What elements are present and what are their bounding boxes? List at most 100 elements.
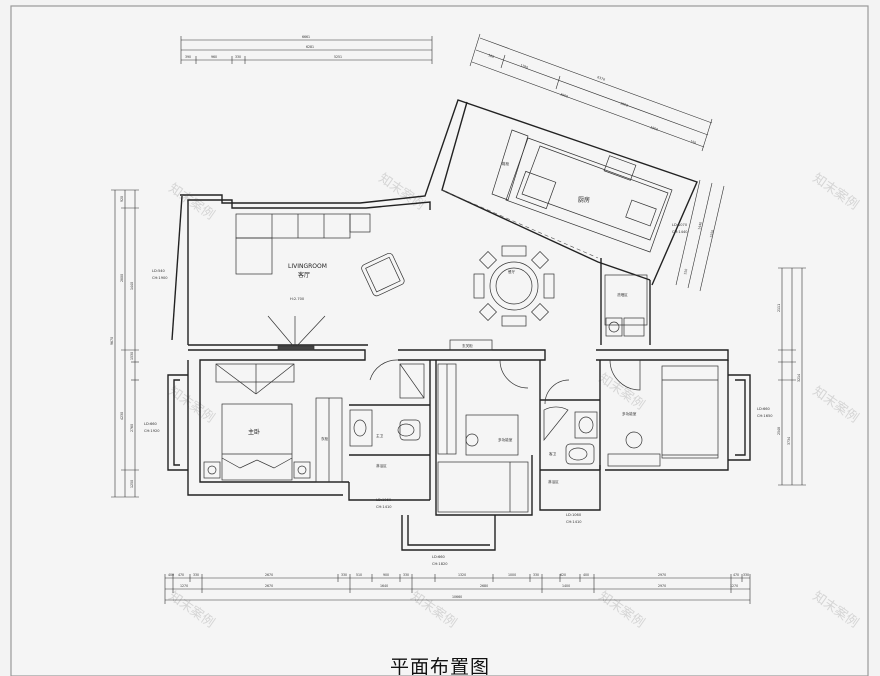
dim-top-3a: 390: [185, 55, 191, 59]
master-wardrobe: [315, 397, 343, 483]
dim-diag-3a: 3005: [560, 92, 569, 99]
guest-bath-fixtures: [543, 406, 598, 465]
dim-b3-total: 10660: [452, 595, 462, 599]
dim-b1-4: 330: [341, 573, 347, 577]
dim-b1-13: 2970: [658, 573, 666, 577]
shower-left-label: 淋浴区: [376, 463, 387, 468]
dim-left-total: 9670: [110, 337, 114, 345]
dim-top-3d: 5251: [334, 55, 342, 59]
wardrobe-label: 衣柜: [321, 436, 329, 441]
dim-diag-3b: 1550: [650, 125, 659, 132]
dim-b2-5: 2970: [658, 584, 666, 588]
dim-b2-4: 1400: [562, 584, 570, 588]
multi-room-right-label: 多功能室: [622, 411, 637, 416]
dim-b2-2: 1640: [380, 584, 388, 588]
dim-b1-9: 1000: [508, 573, 516, 577]
dim-top-2: 6281: [306, 45, 314, 49]
bedroom-tv-cabinet: [215, 363, 295, 395]
window-label: CH:1820: [432, 562, 448, 566]
dim-right-b: 3214: [797, 374, 801, 382]
window-label: CH:1440: [672, 230, 688, 234]
dim-b2-3: 2680: [480, 584, 488, 588]
kitchen-dashed-boundary: [441, 189, 599, 259]
window-label: CH:1410: [376, 505, 392, 509]
dim-b2-0: 1270: [180, 584, 188, 588]
dim-left-b: 2800: [120, 274, 124, 282]
window-label: CH:1900: [152, 276, 168, 280]
dim-diag-2c: 3050: [620, 101, 629, 108]
dim-b1-6: 900: [383, 573, 389, 577]
dim-top-3b: 960: [211, 55, 217, 59]
dimension-lines-right: [778, 267, 806, 486]
dim-diag-2b: 1790: [520, 63, 529, 70]
multi-room-center-label: 多功能室: [498, 437, 513, 442]
dim-b2-6: 1270: [730, 584, 738, 588]
window-label: LD:660: [757, 407, 771, 411]
dim-b2-1: 2670: [265, 584, 273, 588]
dim-left-e: 4230: [120, 412, 124, 420]
dim-b1-11: 620: [560, 573, 566, 577]
kitchen-cabinet-label: 鞋柜: [502, 161, 510, 166]
window-label: CH:1410: [566, 520, 582, 524]
dim-right-c: 3734: [787, 437, 791, 445]
dim-diag-3c: 150: [690, 139, 697, 145]
laundry-label: 洗晒区: [617, 292, 628, 297]
window-label: CH:1920: [144, 429, 160, 433]
living-room-label-en: LIVINGROOM: [288, 263, 327, 270]
living-room-height: H:2.700: [290, 297, 305, 301]
door-arc: [544, 379, 570, 405]
dim-right-a: 2111: [777, 304, 781, 312]
window-label: CH:1650: [757, 414, 773, 418]
door-arc: [499, 359, 529, 389]
armchair: [361, 252, 405, 297]
multi-room-center-furniture: [437, 363, 529, 513]
kitchen-tall-cabinet: [491, 129, 529, 201]
dim-top-3c: 330: [235, 55, 241, 59]
dim-b1-7: 330: [403, 573, 409, 577]
laundry-area: [604, 274, 648, 337]
dimension-lines-top: [180, 36, 433, 64]
kitchen-counter: [505, 137, 673, 253]
entry-cabinet: [449, 339, 493, 351]
master-bath-fixtures: [349, 363, 425, 447]
window-label: LD:1060: [376, 498, 392, 502]
dim-top-total: 6661: [302, 35, 310, 39]
dim-kr-2: 1550: [709, 229, 715, 238]
dim-b1-14: 470: [733, 573, 739, 577]
dim-b1-0: 400: [168, 573, 174, 577]
dim-kr-3: 150: [683, 268, 688, 275]
dimension-lines-bottom: [164, 574, 751, 604]
dim-diag-1: 6376: [597, 75, 606, 82]
window-label: LD:1070: [672, 223, 688, 227]
dim-b1-2: 330: [193, 573, 199, 577]
dim-right-d: 2548: [777, 427, 781, 435]
kitchen-label: 厨房: [578, 196, 590, 204]
window-label: LD:1060: [566, 513, 582, 517]
master-bath-label: 主卫: [376, 433, 384, 438]
dim-b1-10: 330: [533, 573, 539, 577]
dimension-lines-kitchen-right: [675, 179, 725, 292]
walls: [167, 99, 751, 551]
sofa: [235, 213, 371, 275]
master-bed: [203, 403, 311, 481]
dining-label: 餐厅: [508, 269, 516, 274]
window-label: LD:660: [144, 422, 158, 426]
entry-cabinet-label: 玄关柜: [462, 343, 473, 348]
dim-kr-1: 1440: [697, 221, 703, 230]
dim-left-f: 2760: [130, 424, 134, 432]
door-arc: [369, 359, 399, 381]
master-bedroom-label: 主卧: [248, 428, 260, 436]
dining-table: [473, 245, 555, 327]
dim-left-g: 1250: [130, 480, 134, 488]
dim-left-a: 920: [120, 196, 124, 202]
dim-b1-3: 2670: [265, 573, 273, 577]
dim-left-c: 1440: [130, 282, 134, 290]
dim-b1-1: 470: [178, 573, 184, 577]
window-label: LD:660: [432, 555, 446, 559]
tv-wall: [267, 315, 326, 351]
shower-right-label: 淋浴区: [548, 479, 559, 484]
dimension-lines-left: [111, 189, 139, 498]
dim-b1-5: 510: [356, 573, 362, 577]
